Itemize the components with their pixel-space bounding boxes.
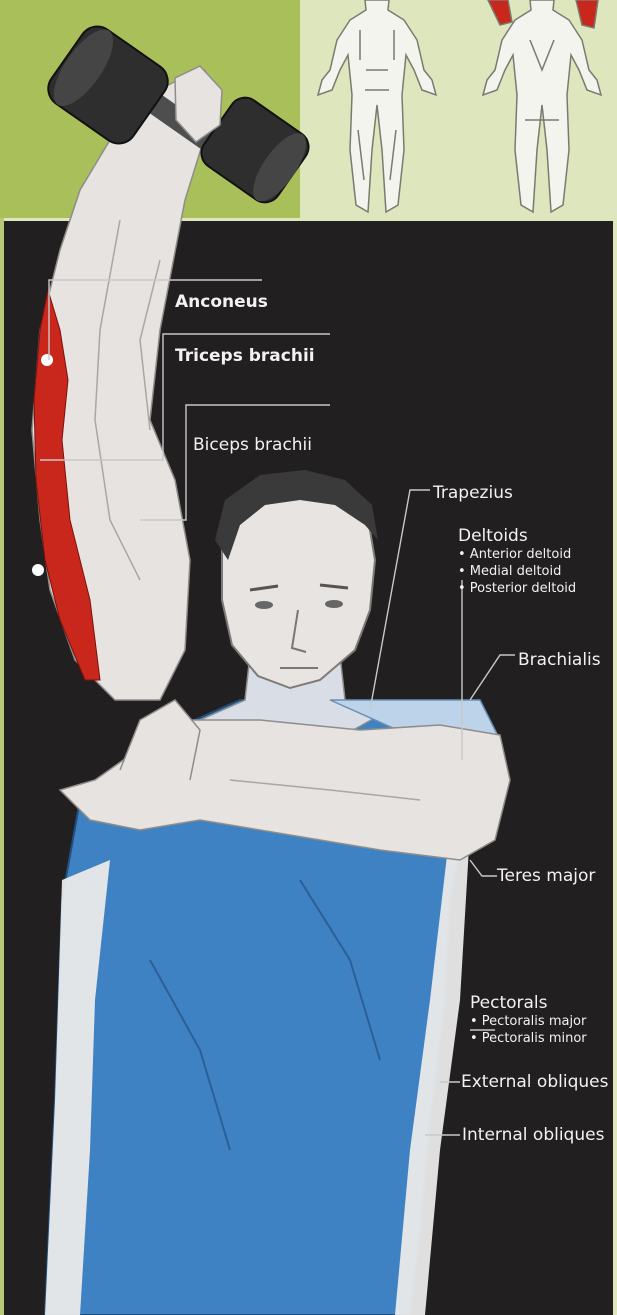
deltoids-title: Deltoids <box>458 526 576 546</box>
label-external-obliques: External obliques <box>461 1072 608 1092</box>
label-internal-obliques: Internal obliques <box>462 1125 604 1145</box>
label-trapezius: Trapezius <box>433 483 513 503</box>
pectorals-title: Pectorals <box>470 993 587 1013</box>
label-deltoids: Deltoids • Anterior deltoid • Medial del… <box>458 526 576 597</box>
label-anconeus: Anconeus <box>175 292 268 312</box>
deltoids-item: • Anterior deltoid <box>458 546 576 563</box>
label-triceps-brachii: Triceps brachii <box>175 346 315 366</box>
muscle-marker <box>41 354 53 366</box>
muscle-marker <box>32 564 44 576</box>
pectorals-item: • Pectoralis minor <box>470 1030 587 1047</box>
label-pectorals: Pectorals • Pectoralis major • Pectorali… <box>470 993 587 1047</box>
pectorals-item: • Pectoralis major <box>470 1013 587 1030</box>
label-brachialis: Brachialis <box>518 650 601 670</box>
label-biceps-brachii: Biceps brachii <box>193 435 312 455</box>
label-teres-major: Teres major <box>497 866 595 886</box>
deltoids-item: • Posterior deltoid <box>458 580 576 597</box>
deltoids-item: • Medial deltoid <box>458 563 576 580</box>
